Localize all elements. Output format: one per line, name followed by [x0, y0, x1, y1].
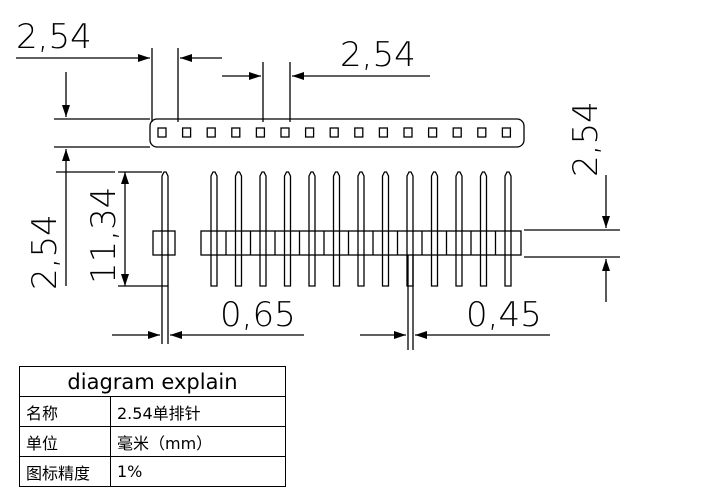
pin: [234, 171, 243, 287]
pin-square: [157, 127, 167, 138]
legend-key: 单位: [19, 426, 111, 457]
pin-square: [427, 127, 438, 138]
pin: [455, 171, 463, 287]
pin-square: [452, 127, 462, 138]
pin: [430, 171, 439, 287]
pin: [406, 171, 414, 287]
dim-pin-length: 11,34: [84, 187, 124, 284]
pin-square: [206, 127, 216, 138]
side-view-body: [200, 230, 522, 256]
arrowheads: [62, 54, 610, 339]
pin: [479, 171, 488, 287]
legend-row: 单位 毫米（mm）: [19, 426, 286, 457]
pin-square: [501, 127, 512, 138]
side-view-pins: [210, 171, 512, 287]
dim-pin-gap: 0,45: [466, 295, 542, 335]
legend-key: 名称: [19, 396, 111, 427]
pin: [283, 171, 292, 287]
pin-square: [280, 127, 290, 138]
legend-row: 图标精度 1%: [19, 456, 286, 487]
legend-title: diagram explain: [19, 366, 286, 397]
dim-pitch-top-mid: 2,54: [340, 35, 416, 75]
top-view-strip: [149, 118, 525, 148]
pin-square: [403, 127, 413, 138]
pin: [259, 171, 267, 287]
pin: [504, 171, 512, 287]
pin: [381, 171, 390, 287]
dim-height-left: 2,54: [25, 214, 65, 290]
pin-square: [378, 127, 389, 138]
body-dividers: [225, 231, 497, 255]
legend-value: 2.54单排针: [110, 396, 286, 427]
pin: [308, 171, 316, 287]
dim-pin-width: 0,65: [220, 295, 296, 335]
pin-square: [231, 127, 241, 138]
pin: [210, 171, 218, 287]
top-view-pins: [157, 127, 512, 138]
legend-key: 图标精度: [19, 456, 111, 487]
pin-square: [477, 127, 487, 138]
dim-height-right: 2,54: [566, 101, 606, 177]
pin-square: [329, 127, 339, 138]
single-pin-side: [152, 171, 176, 287]
pin-square: [181, 127, 192, 138]
pin: [332, 171, 341, 287]
dim-pitch-top-left: 2,54: [16, 17, 92, 57]
legend-value: 毫米（mm）: [110, 426, 286, 457]
pin: [357, 171, 365, 287]
legend-table: diagram explain 名称 2.54单排针 单位 毫米（mm） 图标精…: [19, 366, 286, 487]
pin-square: [255, 127, 266, 138]
pin-square: [304, 127, 315, 138]
legend-value: 1%: [110, 456, 286, 487]
legend-row: 名称 2.54单排针: [19, 396, 286, 427]
pin-square: [354, 127, 364, 138]
